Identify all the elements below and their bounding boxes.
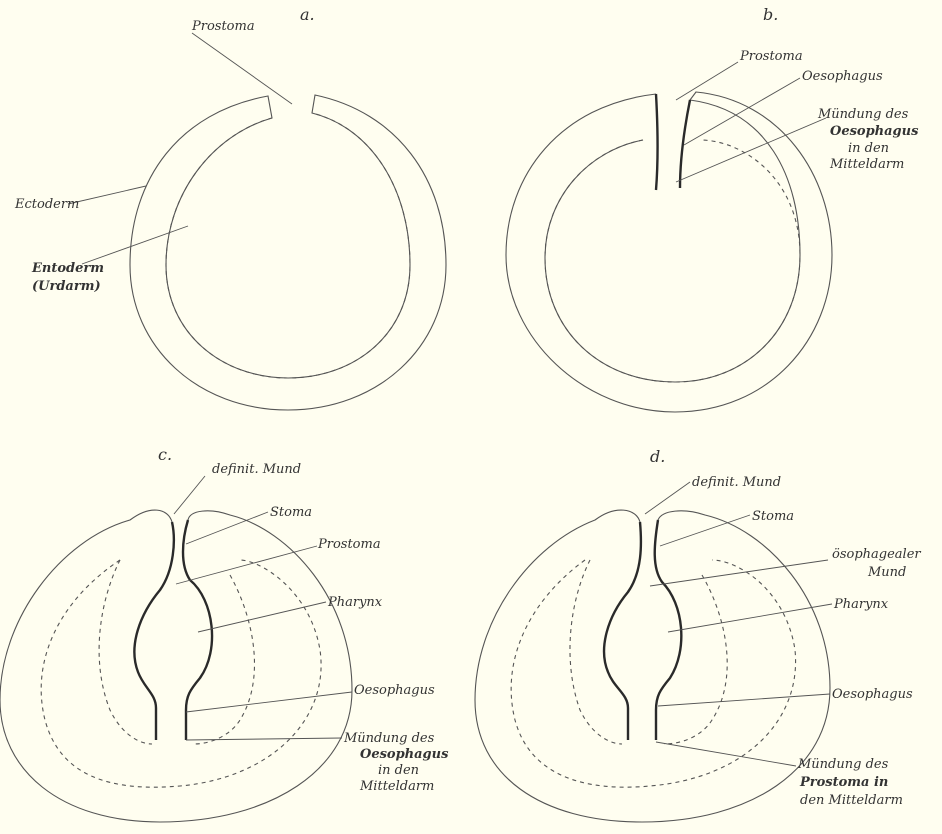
panel-a: a. Prostoma Ectoderm Entoderm (Urdarm) (14, 5, 446, 410)
panel-c-prostoma-leader (176, 546, 317, 584)
panel-d-oesophagus-leader (658, 694, 830, 706)
panel-c-pharynx-leader (198, 602, 326, 632)
panel-b-muendung-label-2: Oesophagus (830, 124, 919, 139)
panel-a-urdarm-label: (Urdarm) (32, 279, 101, 294)
panel-a-ectoderm-label: Ectoderm (14, 197, 79, 212)
panel-c-entoderm-inner (41, 560, 321, 787)
panel-b-letter: b. (763, 5, 778, 24)
panel-b-prostoma-leader (676, 62, 738, 100)
panel-d-letter: d. (650, 447, 665, 466)
panel-b-muendung-label-4: Mitteldarm (829, 157, 904, 172)
panel-b-prostoma-label: Prostoma (739, 49, 803, 64)
panel-d-stoma-label: Stoma (752, 509, 794, 524)
panel-c-muendung-label-3: in den (378, 763, 419, 778)
panel-c-oesophagus-label: Oesophagus (354, 683, 435, 698)
panel-a-prostoma-leader (192, 33, 292, 104)
panel-c-pharynx-left (134, 522, 173, 740)
panel-d-oesophagus-label: Oesophagus (832, 687, 913, 702)
panel-c-mund-leader (174, 476, 205, 514)
panel-d-stoma-leader (660, 515, 750, 546)
panel-b: b. Prostoma Oesophagus Mündung des Oesop… (506, 5, 919, 412)
panel-c-prostoma-label: Prostoma (317, 537, 381, 552)
panel-b-muendung-label-1: Mündung des (817, 107, 909, 122)
panel-c-entoderm-dashed-left (99, 560, 152, 744)
panel-c-muendung-label-2: Oesophagus (360, 747, 449, 762)
panel-b-oesophagus-leader (684, 78, 800, 145)
panel-d-muendung-label-3: den Mitteldarm (800, 793, 903, 808)
panel-d-entoderm-dashed-left (570, 560, 622, 744)
panel-b-oesophagus-left (656, 94, 658, 190)
panel-c-pharynx-label: Pharynx (327, 595, 383, 610)
panel-d-entoderm-inner (511, 560, 795, 787)
panel-d-muendung-label-1: Mündung des (797, 757, 889, 772)
panel-c-stoma-label: Stoma (270, 505, 312, 520)
panel-a-entoderm-leader (82, 226, 188, 264)
panel-d-pharynx-label: Pharynx (833, 597, 889, 612)
panel-d-mund-leader (645, 482, 690, 514)
panel-d-oesoph-mund-label-2: Mund (867, 565, 906, 580)
panel-a-ectoderm-outline (130, 95, 446, 410)
panel-d-oesoph-mund-leader (650, 560, 828, 586)
panel-c-mund-label: definit. Mund (212, 462, 301, 477)
panel-d-pharynx-leader (668, 604, 832, 632)
panel-a-entoderm-label: Entoderm (31, 261, 104, 276)
panel-a-letter: a. (300, 5, 315, 24)
panel-b-oesophagus-label: Oesophagus (802, 69, 883, 84)
panel-d-mund-label: definit. Mund (692, 475, 781, 490)
panel-b-entoderm-outline (545, 140, 800, 382)
panel-c-oesophagus-leader (186, 692, 352, 712)
panel-b-muendung-leader (676, 118, 826, 182)
panel-b-muendung-label-3: in den (848, 141, 889, 156)
panel-c-muendung-label-4: Mitteldarm (359, 779, 434, 794)
panel-c-muendung-leader (186, 738, 342, 740)
panel-c-stoma-leader (186, 512, 268, 544)
panel-a-ectoderm-leader (68, 186, 146, 204)
panel-c: c. definit. Mund Stoma Prostoma Pharynx … (0, 445, 449, 822)
panel-d-muendung-leader (656, 742, 796, 766)
panel-d-oesoph-mund-label-1: ösophagealer (832, 547, 921, 562)
panel-d: d. definit. Mund Stoma ösophagealer Mund… (475, 447, 921, 822)
panel-b-ectoderm-outline (506, 92, 832, 412)
panel-c-muendung-label-1: Mündung des (343, 731, 435, 746)
panel-a-prostoma-label: Prostoma (191, 19, 255, 34)
panel-d-muendung-label-2: Prostoma in (799, 775, 888, 790)
panel-d-pharynx-left (604, 522, 641, 740)
panel-d-ectoderm-outline (475, 510, 830, 822)
panel-c-letter: c. (158, 445, 172, 464)
panel-c-entoderm-dashed-right (194, 575, 254, 744)
panel-c-ectoderm-outline (0, 510, 352, 822)
